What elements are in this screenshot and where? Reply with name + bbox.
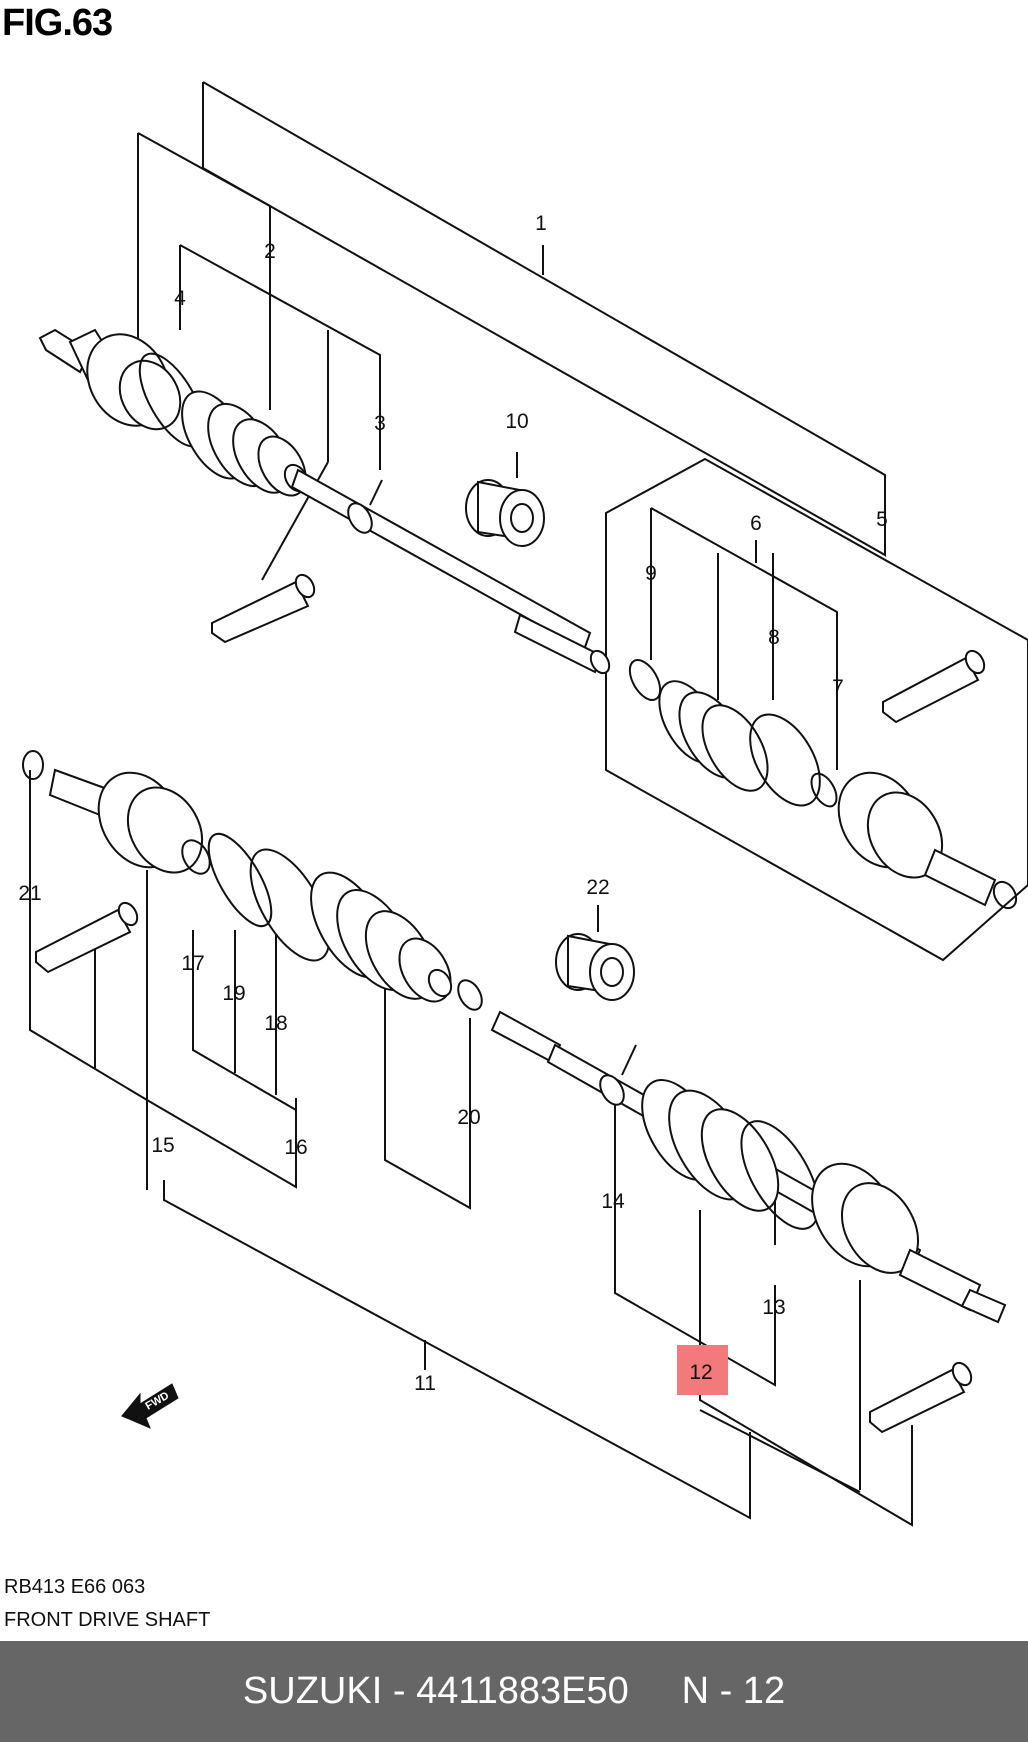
callout-20: 20 bbox=[457, 1106, 480, 1129]
lower-inner-joint bbox=[22, 750, 211, 875]
callout-6: 6 bbox=[750, 512, 762, 535]
callout-15: 15 bbox=[151, 1134, 174, 1157]
upper-drive-shaft bbox=[38, 328, 611, 675]
inner-group-leaders bbox=[650, 507, 886, 770]
diagram-name: FRONT DRIVE SHAFT bbox=[4, 1609, 211, 1631]
grease-tube-upper bbox=[211, 573, 316, 644]
callout-13: 13 bbox=[762, 1296, 785, 1319]
callout-21: 21 bbox=[18, 882, 41, 905]
exploded-parts-diagram: FWD 1 2 3 4 5 6 7 8 9 10 11 12 13 14 15 … bbox=[18, 81, 1028, 1527]
callout-2: 2 bbox=[264, 240, 276, 263]
callout-8: 8 bbox=[768, 626, 780, 649]
figure-title: FIG.63 bbox=[2, 2, 113, 44]
callout-5: 5 bbox=[876, 508, 888, 531]
footer-brand: SUZUKI bbox=[242, 1670, 383, 1712]
footer-part-number: 4411883E50 bbox=[416, 1670, 629, 1712]
callout-9: 9 bbox=[645, 562, 657, 585]
callout-17: 17 bbox=[181, 952, 204, 975]
damper-10 bbox=[465, 479, 545, 547]
damper-22 bbox=[555, 933, 635, 1001]
lower-boot-set bbox=[207, 832, 483, 1011]
footer-separator: - bbox=[382, 1670, 417, 1712]
grease-tube-lower-left bbox=[35, 901, 139, 974]
callout-14: 14 bbox=[601, 1190, 625, 1213]
lower-leader-lines bbox=[29, 770, 913, 1527]
callout-3: 3 bbox=[374, 412, 386, 435]
callout-1: 1 bbox=[535, 212, 547, 235]
callout-19: 19 bbox=[222, 982, 245, 1005]
callout-12: 12 bbox=[689, 1361, 712, 1384]
callout-16: 16 bbox=[284, 1136, 307, 1159]
callout-11: 11 bbox=[414, 1372, 436, 1395]
grease-tube-upper-right bbox=[882, 649, 986, 724]
fwd-arrow: FWD bbox=[121, 1383, 179, 1429]
lower-drive-shaft bbox=[490, 1010, 1007, 1324]
callout-18: 18 bbox=[264, 1012, 287, 1035]
callout-7: 7 bbox=[832, 676, 844, 699]
footer-ref: N - 12 bbox=[681, 1670, 786, 1712]
footer-spacer bbox=[629, 1670, 682, 1713]
callout-10: 10 bbox=[505, 410, 528, 433]
inner-joint-parts bbox=[628, 659, 1018, 910]
grease-tube-lower-right bbox=[869, 1361, 973, 1434]
callout-22: 22 bbox=[586, 876, 609, 899]
footer-bar: SUZUKI - 4411883E50 N - 12 bbox=[0, 1641, 1028, 1742]
diagram-code: RB413 E66 063 bbox=[4, 1576, 146, 1598]
inner-joint-group-box bbox=[605, 457, 1028, 962]
callout-12-highlight bbox=[677, 1345, 728, 1395]
callout-4: 4 bbox=[174, 287, 186, 310]
